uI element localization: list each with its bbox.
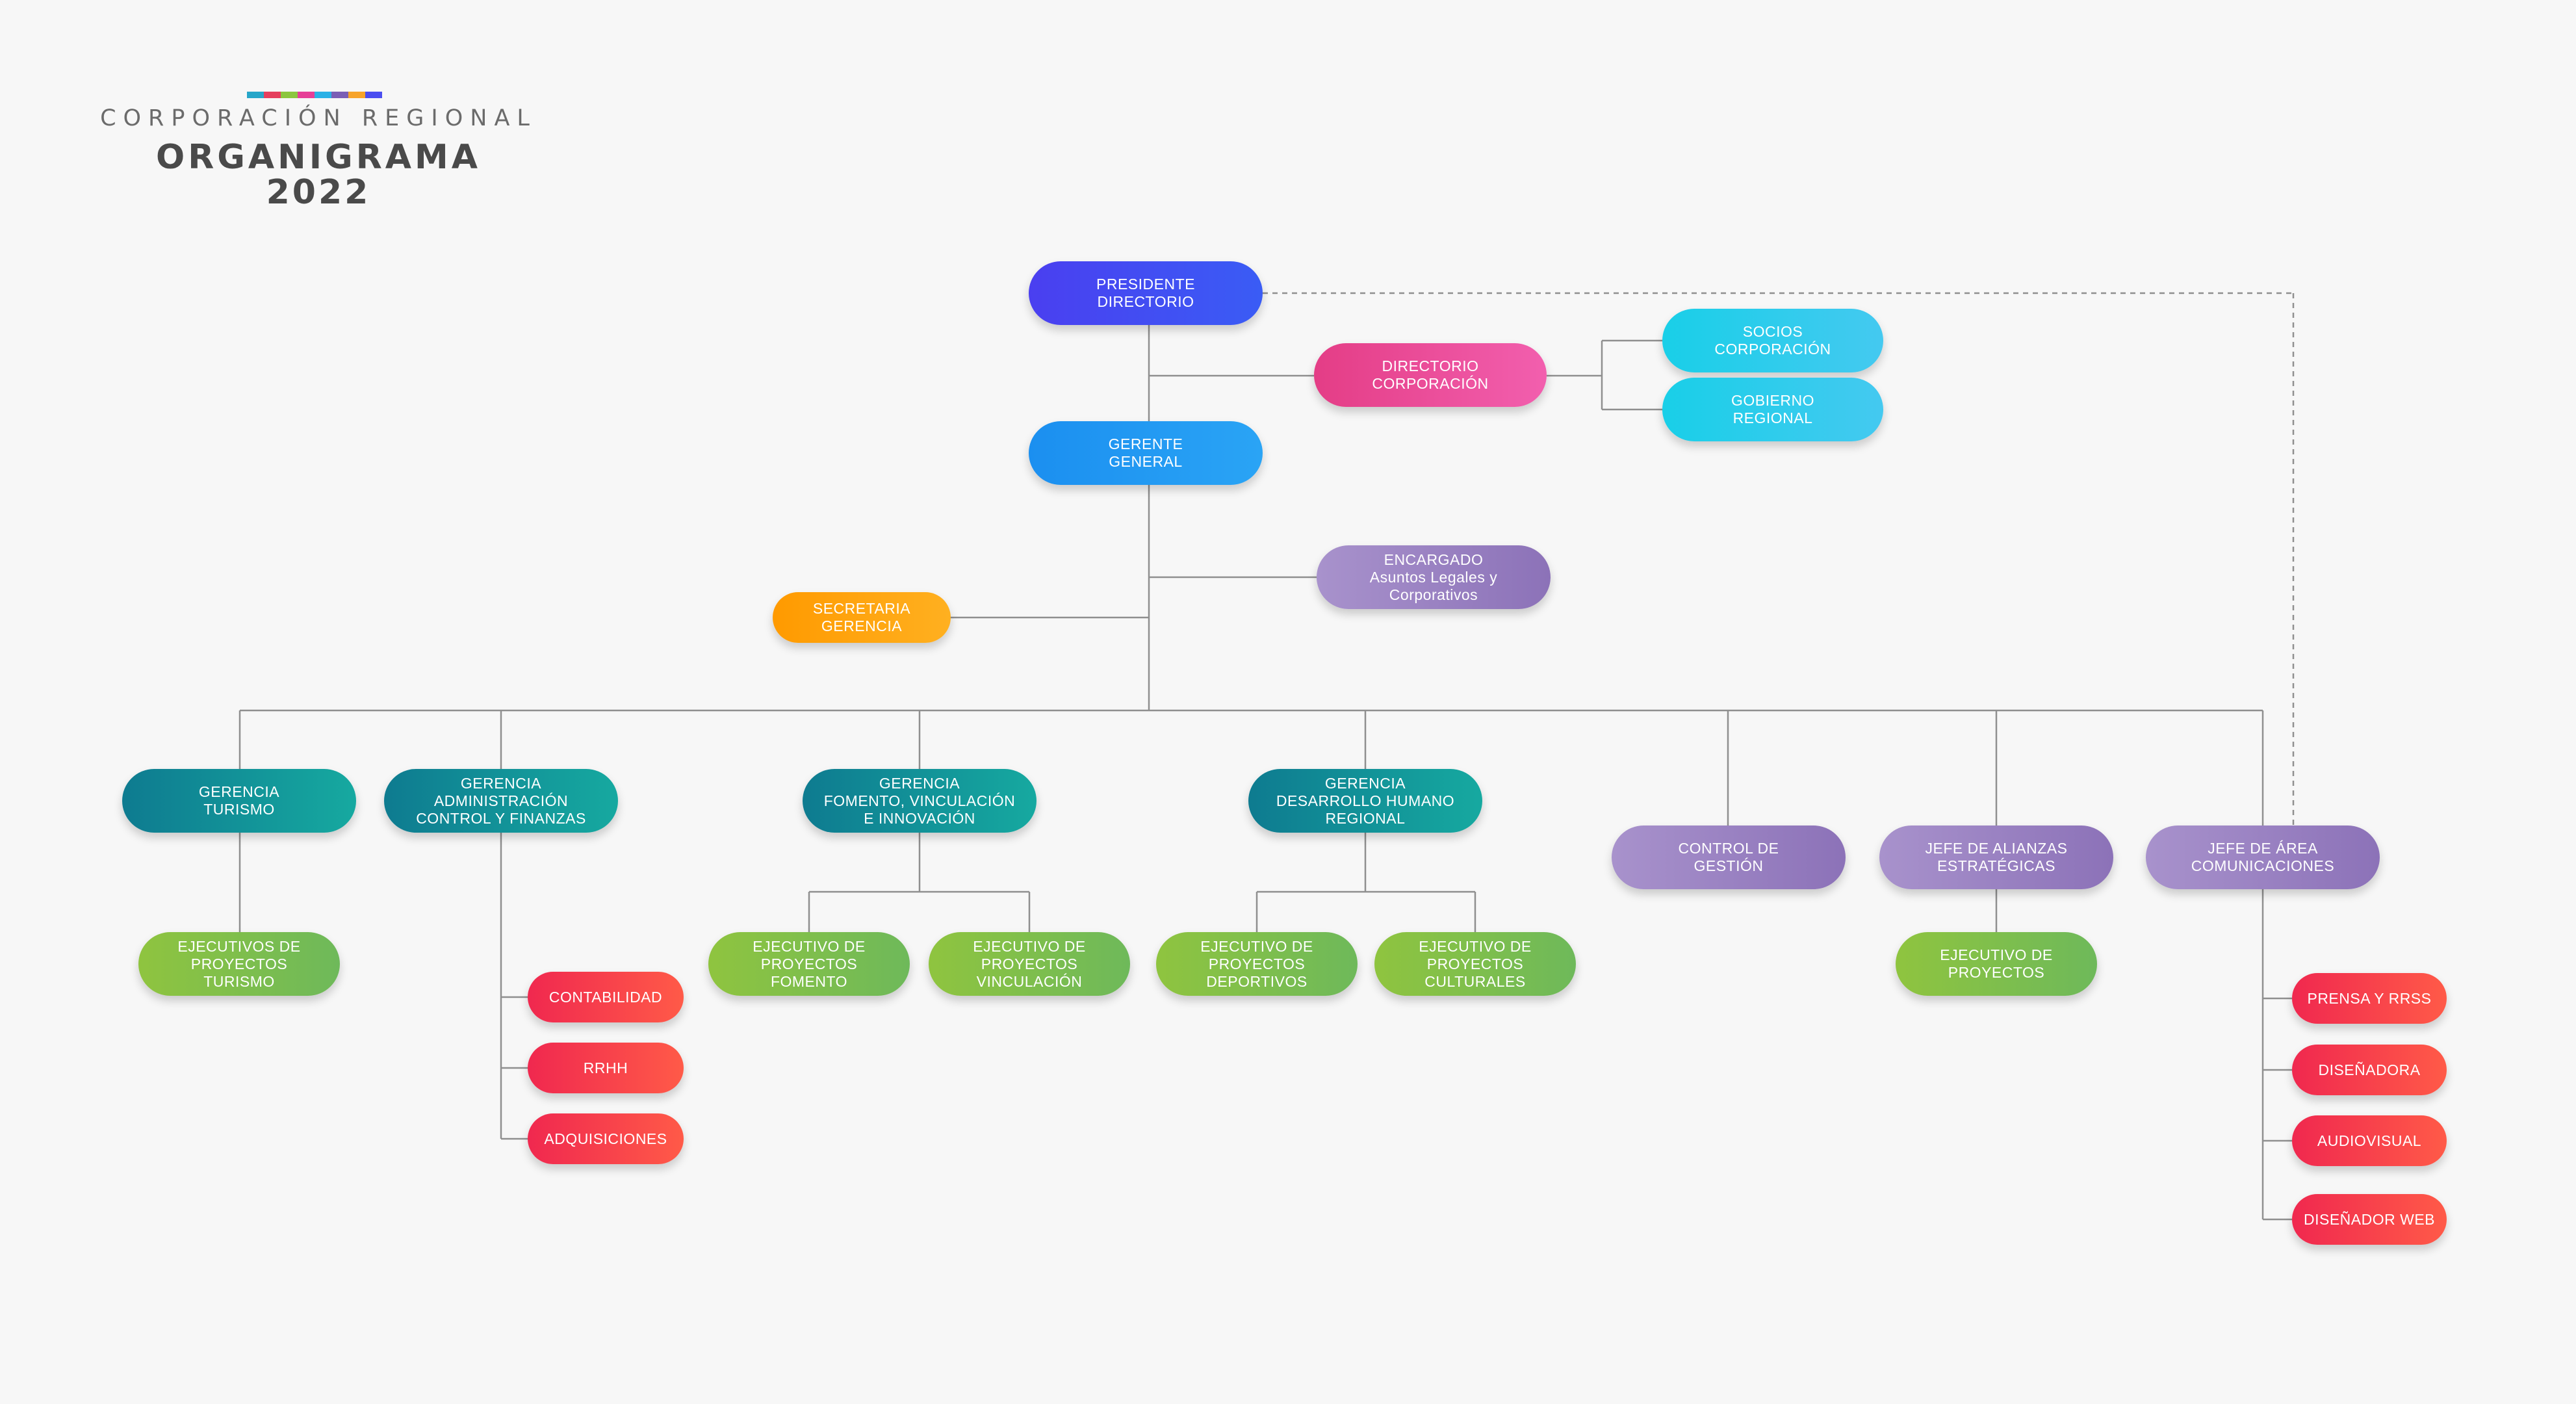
color-bar	[247, 92, 382, 98]
node-ejecutivo-vinculacion[interactable]: EJECUTIVO DE PROYECTOS VINCULACIÓN	[929, 932, 1130, 996]
node-ejecutivo-culturales[interactable]: EJECUTIVO DE PROYECTOS CULTURALES	[1374, 932, 1576, 996]
node-disenadora[interactable]: DISEÑADORA	[2292, 1045, 2447, 1095]
node-ejecutivo-proyectos[interactable]: EJECUTIVO DE PROYECTOS	[1896, 932, 2097, 996]
node-prensa-rrss[interactable]: PRENSA Y RRSS	[2292, 973, 2447, 1024]
node-audiovisual[interactable]: AUDIOVISUAL	[2292, 1115, 2447, 1166]
node-gerente-general[interactable]: GERENTE GENERAL	[1029, 421, 1263, 485]
node-presidente-directorio[interactable]: PRESIDENTE DIRECTORIO	[1029, 261, 1263, 325]
node-adquisiciones[interactable]: ADQUISICIONES	[528, 1113, 684, 1164]
page-title: ORGANIGRAMA	[156, 138, 481, 177]
year: 2022	[266, 173, 371, 212]
node-disenador-web[interactable]: DISEÑADOR WEB	[2292, 1194, 2447, 1245]
node-secretaria-gerencia[interactable]: SECRETARIA GERENCIA	[773, 592, 951, 643]
node-jefe-comunicaciones[interactable]: JEFE DE ÁREA COMUNICACIONES	[2146, 826, 2380, 889]
node-ejecutivos-turismo[interactable]: EJECUTIVOS DE PROYECTOS TURISMO	[138, 932, 340, 996]
node-contabilidad[interactable]: CONTABILIDAD	[528, 972, 684, 1022]
node-gerencia-fomento[interactable]: GERENCIA FOMENTO, VINCULACIÓN E INNOVACI…	[803, 769, 1037, 833]
node-jefe-alianzas[interactable]: JEFE DE ALIANZAS ESTRATÉGICAS	[1879, 826, 2113, 889]
node-rrhh[interactable]: RRHH	[528, 1043, 684, 1093]
node-ejecutivo-fomento[interactable]: EJECUTIVO DE PROYECTOS FOMENTO	[708, 932, 910, 996]
node-directorio-corporacion[interactable]: DIRECTORIO CORPORACIÓN	[1314, 343, 1547, 407]
node-gerencia-desarrollo[interactable]: GERENCIA DESARROLLO HUMANO REGIONAL	[1248, 769, 1482, 833]
subtitle: CORPORACIÓN REGIONAL	[100, 105, 537, 131]
node-gobierno-regional[interactable]: GOBIERNO REGIONAL	[1662, 378, 1883, 441]
node-control-gestion[interactable]: CONTROL DE GESTIÓN	[1612, 826, 1846, 889]
node-ejecutivo-deportivos[interactable]: EJECUTIVO DE PROYECTOS DEPORTIVOS	[1156, 932, 1358, 996]
node-socios-corporacion[interactable]: SOCIOS CORPORACIÓN	[1662, 309, 1883, 372]
node-encargado-legales[interactable]: ENCARGADO Asuntos Legales y Corporativos	[1317, 545, 1551, 609]
node-gerencia-administracion[interactable]: GERENCIA ADMINISTRACIÓN CONTROL Y FINANZ…	[384, 769, 618, 833]
node-gerencia-turismo[interactable]: GERENCIA TURISMO	[122, 769, 356, 833]
